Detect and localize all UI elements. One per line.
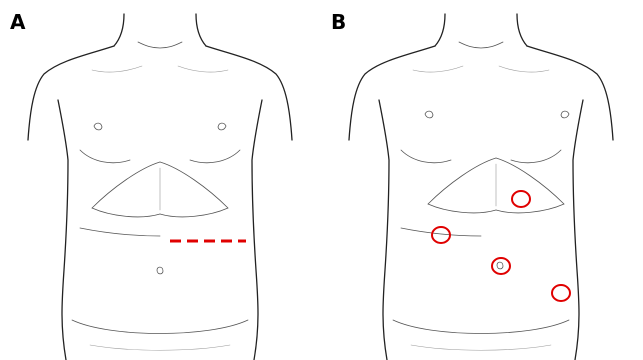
torso-illustration-a [0, 0, 322, 360]
port-site-circle-upper [512, 191, 530, 207]
panel-b: B [321, 0, 643, 360]
port-site-circle-lower-right [552, 285, 570, 301]
port-site-circle-left [432, 227, 450, 243]
torso-illustration-b [321, 0, 643, 360]
panel-a: A [0, 0, 322, 360]
port-site-circle-umbilical [492, 258, 510, 274]
